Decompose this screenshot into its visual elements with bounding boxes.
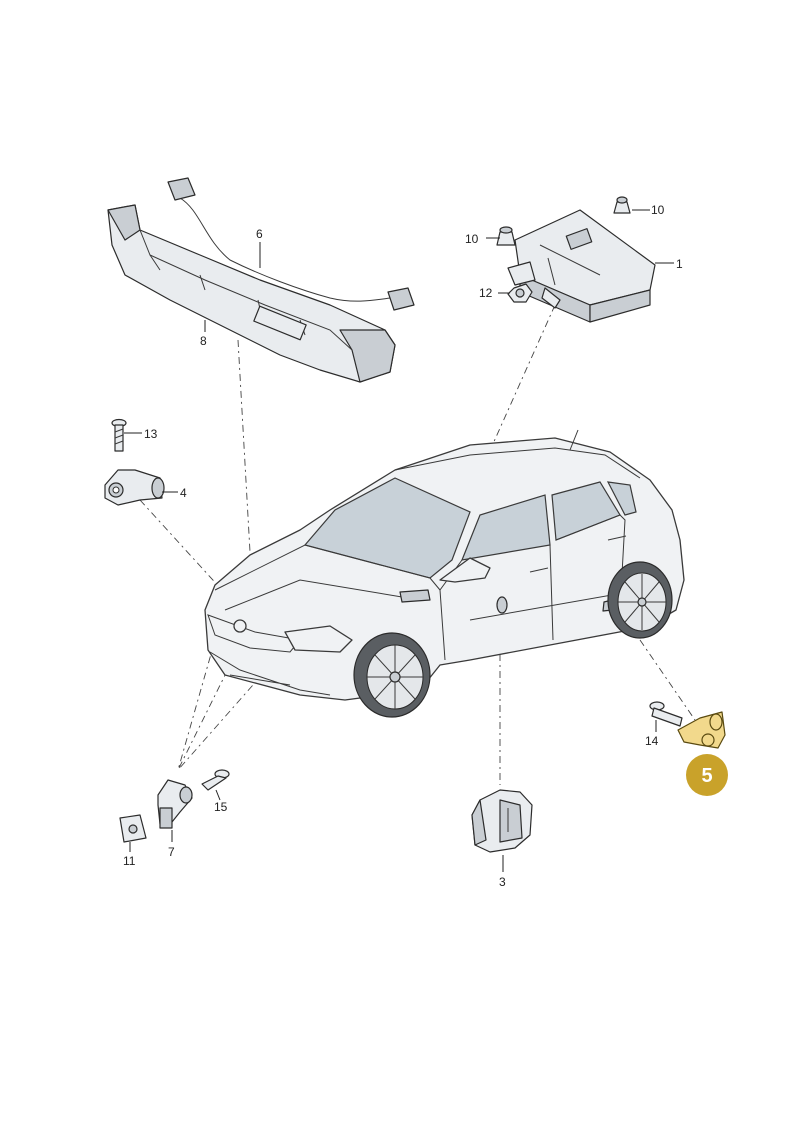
- label-part-4: 4: [180, 486, 187, 500]
- part-10-nut-top[interactable]: [613, 196, 631, 214]
- label-part-6: 6: [256, 227, 263, 241]
- part-7-sensor[interactable]: [157, 779, 193, 829]
- front-side-window: [461, 494, 551, 561]
- car: [204, 429, 685, 718]
- label-part-14: 14: [645, 734, 659, 748]
- part-13-screw[interactable]: [111, 418, 127, 452]
- label-part-13: 13: [144, 427, 158, 441]
- part-1-control-unit[interactable]: [507, 209, 656, 323]
- highlight-badge-number: 5: [701, 765, 712, 787]
- label-part-10-top: 10: [651, 203, 665, 217]
- label-part-1: 1: [676, 257, 683, 271]
- label-part-12: 12: [479, 286, 493, 300]
- part-4-sensor[interactable]: [104, 469, 165, 506]
- part-3-sensor[interactable]: [471, 789, 533, 853]
- label-part-8: 8: [200, 334, 207, 348]
- label-part-11: 11: [123, 854, 136, 868]
- part-10-nut-left[interactable]: [496, 226, 516, 246]
- label-part-7: 7: [168, 845, 175, 859]
- part-15-screw[interactable]: [201, 769, 230, 791]
- part-14-screw[interactable]: [649, 701, 683, 727]
- part-12-nut[interactable]: [507, 283, 533, 303]
- part-8-bracket[interactable]: [107, 204, 396, 383]
- label-part-3: 3: [499, 875, 506, 889]
- part-6-cable[interactable]: [167, 177, 415, 311]
- label-part-10-left: 10: [465, 232, 479, 246]
- highlight-badge-part-5[interactable]: 5: [686, 754, 728, 796]
- part-5-sensor-highlighted[interactable]: [677, 711, 726, 749]
- highlight-badge-circle: [686, 754, 728, 796]
- leader-lines: [124, 209, 674, 872]
- part-11-clip[interactable]: [119, 814, 147, 843]
- label-part-15: 15: [214, 800, 228, 814]
- part-labels: 6 8 10 10 1 12 13 4 14 15 7 11 3: [123, 203, 683, 889]
